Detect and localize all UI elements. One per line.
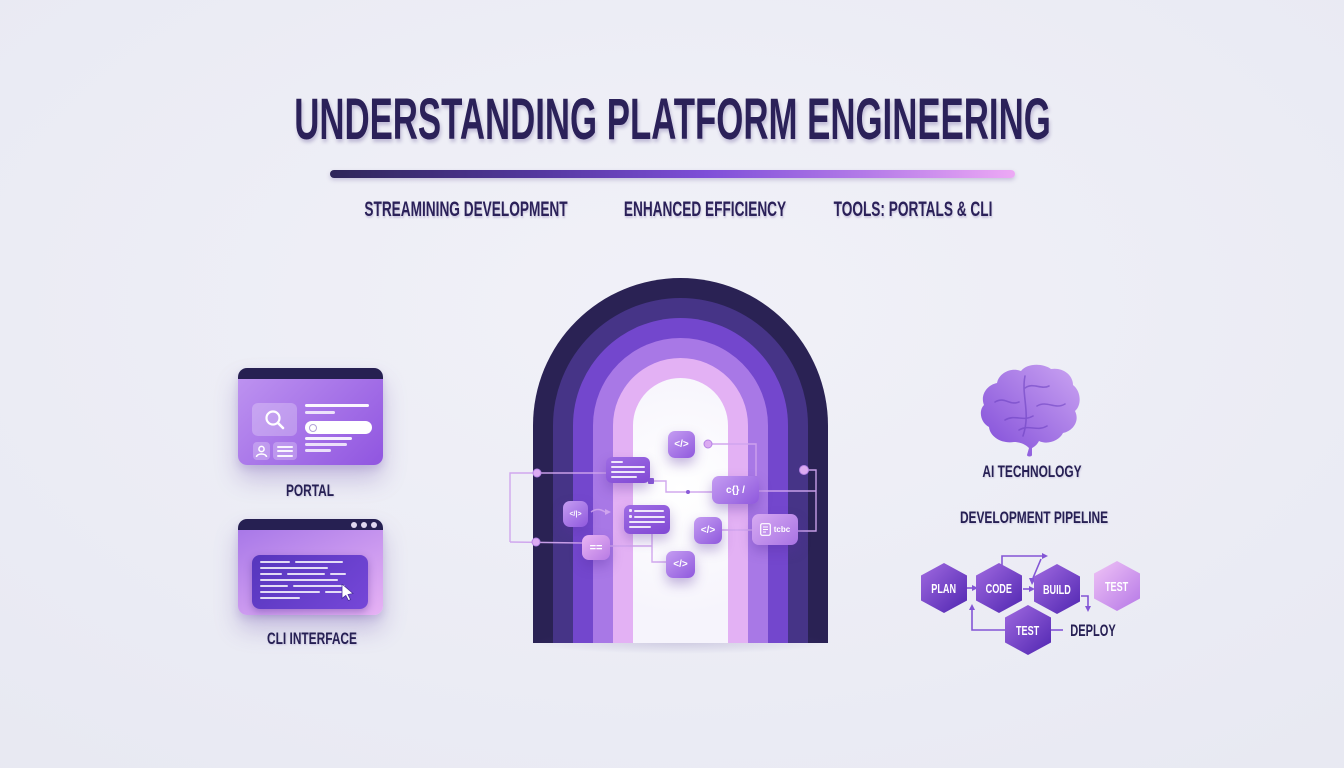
portal-body bbox=[238, 379, 383, 465]
ai-caption: AI TECHNOLOGY bbox=[982, 462, 1082, 481]
title-divider bbox=[330, 170, 1015, 178]
hex-build: BUILD bbox=[1034, 564, 1080, 614]
cli-body bbox=[238, 530, 383, 615]
hex-test: TEST bbox=[1094, 561, 1140, 611]
text-line bbox=[305, 411, 335, 414]
cli-window bbox=[238, 519, 383, 615]
code-icon-box: </> bbox=[666, 551, 695, 578]
text-line bbox=[277, 454, 293, 457]
user-icon bbox=[255, 445, 268, 457]
portal-caption: PORTAL bbox=[285, 481, 335, 500]
list-panel bbox=[273, 442, 297, 460]
window-dot-icon bbox=[361, 522, 367, 528]
deploy-label: DEPLOY bbox=[1070, 621, 1116, 640]
terminal-panel bbox=[252, 555, 368, 609]
text-line bbox=[277, 445, 293, 448]
note-box bbox=[624, 505, 670, 534]
mouse-cursor-icon bbox=[341, 584, 354, 601]
document-icon bbox=[759, 523, 771, 536]
user-panel bbox=[253, 442, 270, 460]
header: UNDERSTANDING PLATFORM ENGINEERING bbox=[0, 86, 1344, 153]
braces-icon-box: c{} / bbox=[712, 476, 759, 504]
hex-plan: PLAN bbox=[921, 563, 967, 613]
search-input bbox=[305, 421, 372, 434]
note-box bbox=[606, 457, 650, 483]
document-icon-box: tcbc bbox=[752, 514, 798, 545]
page-title: UNDERSTANDING PLATFORM ENGINEERING bbox=[293, 87, 1051, 152]
window-dot-icon bbox=[351, 522, 357, 528]
arch-ring bbox=[553, 298, 808, 643]
cli-caption: CLI INTERFACE bbox=[267, 629, 357, 648]
code-pulse-icon-box: </|> bbox=[563, 501, 588, 527]
text-line bbox=[305, 437, 352, 440]
portal-window bbox=[238, 368, 383, 465]
text-line bbox=[305, 404, 369, 407]
input-icon bbox=[309, 424, 317, 432]
search-panel bbox=[252, 403, 297, 436]
code-icon-box: </> bbox=[694, 517, 722, 544]
subtitle-streamlining: STREAMINING DEVELOPMENT bbox=[364, 198, 568, 221]
brain-illustration bbox=[975, 362, 1083, 458]
subtitle-efficiency: ENHANCED EFFICIENCY bbox=[623, 198, 787, 221]
hex-test: TEST bbox=[1005, 605, 1051, 655]
platform-arch bbox=[515, 278, 846, 655]
subtitle-tools: TOOLS: PORTALS & CLI bbox=[833, 198, 993, 221]
portal-titlebar bbox=[238, 368, 383, 379]
pipeline-caption: DEVELOPMENT PIPELINE bbox=[959, 508, 1109, 527]
equals-icon-box: == bbox=[582, 535, 610, 560]
hex-code: CODE bbox=[976, 563, 1022, 613]
text-line bbox=[277, 450, 293, 452]
text-line bbox=[305, 443, 347, 446]
window-dot-icon bbox=[371, 522, 377, 528]
brain-icon bbox=[980, 364, 1080, 457]
text-line bbox=[305, 449, 331, 452]
code-icon-box: </> bbox=[668, 431, 695, 458]
search-icon bbox=[264, 409, 284, 429]
cli-titlebar bbox=[238, 519, 383, 530]
